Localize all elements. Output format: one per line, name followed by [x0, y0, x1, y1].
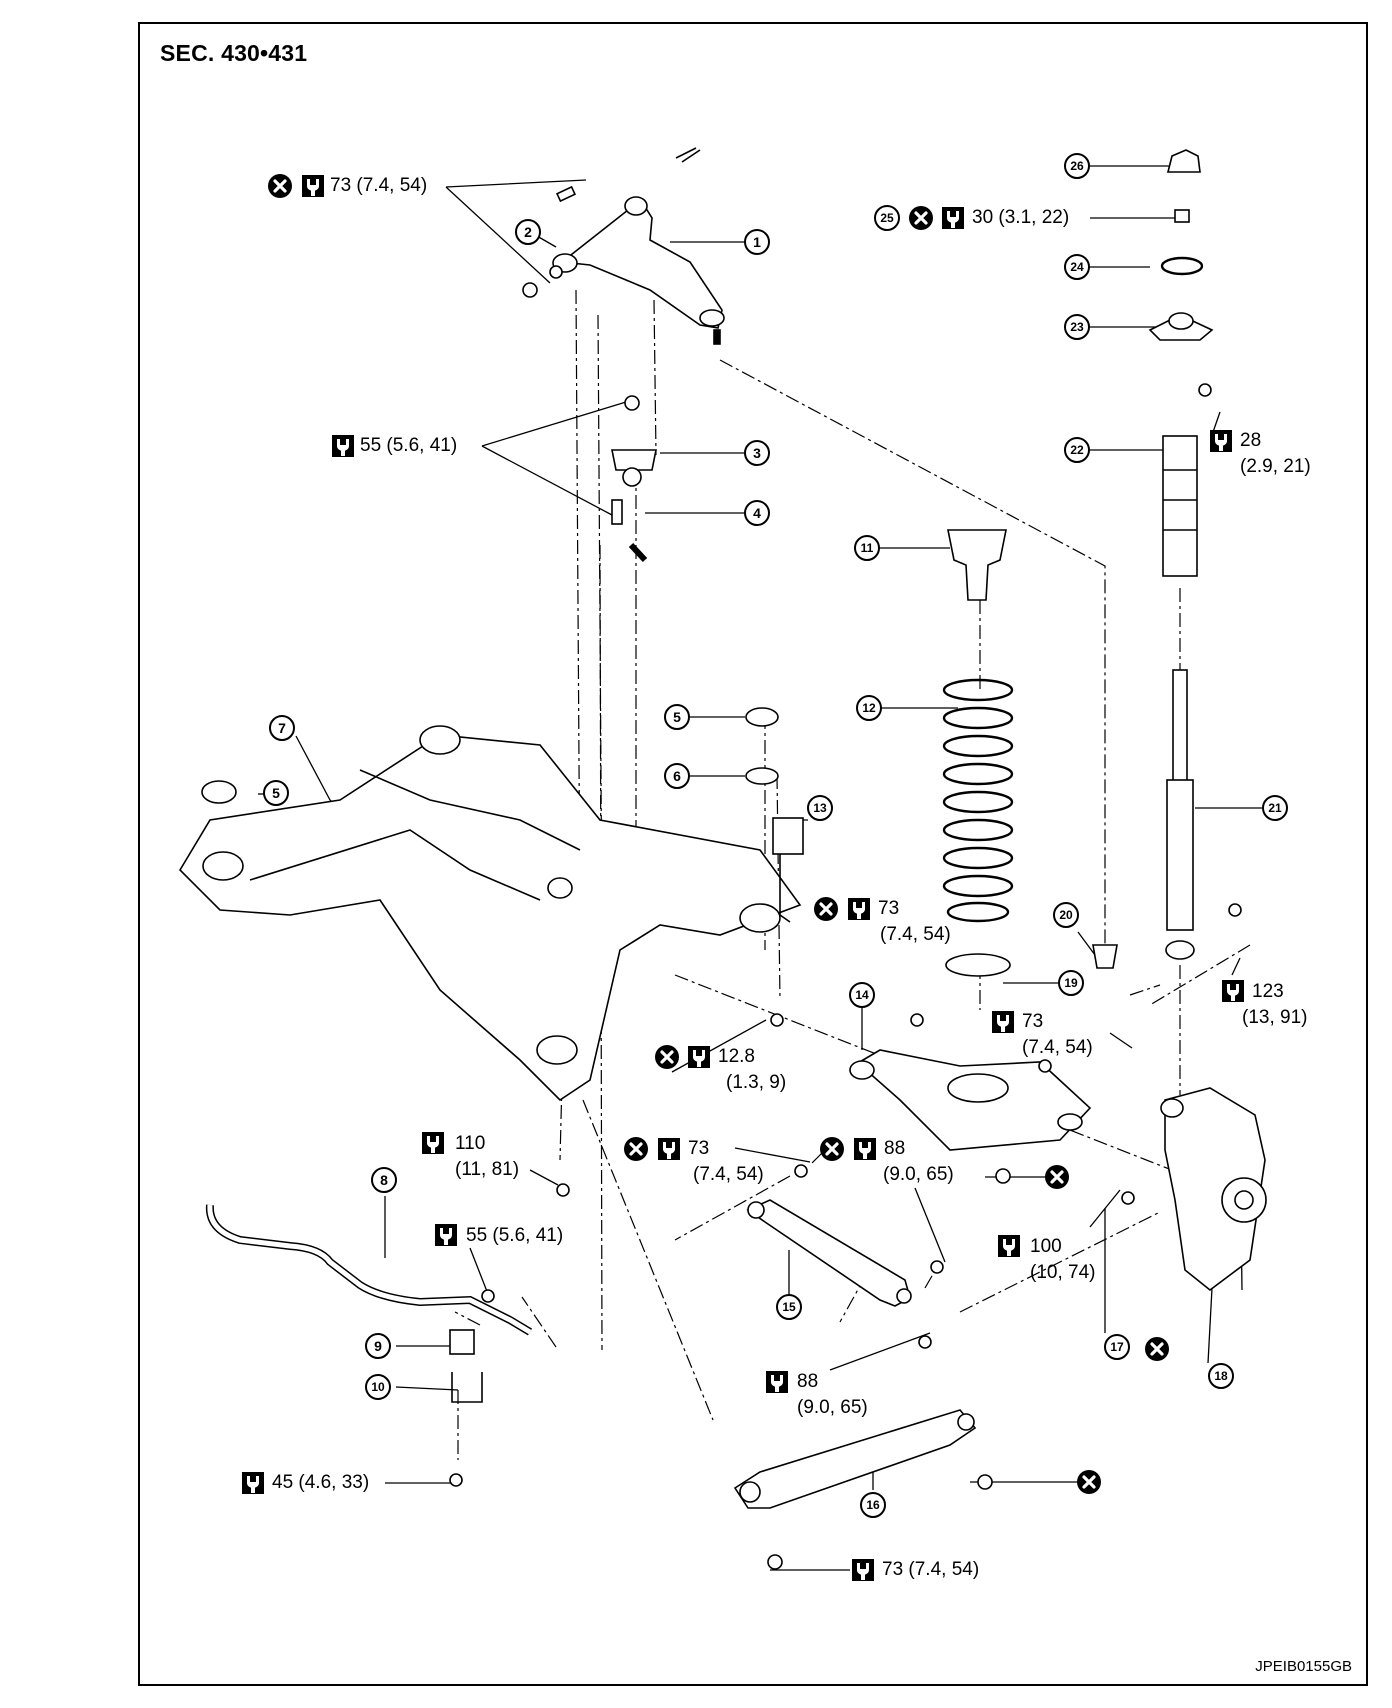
part-number-3: 3	[744, 440, 770, 466]
torque-value: 73 (7.4, 54)	[882, 1559, 980, 1580]
torque-value: (9.0, 65)	[797, 1397, 868, 1418]
torque-value: (9.0, 65)	[883, 1164, 954, 1185]
torque-value: 55 (5.6, 41)	[466, 1225, 564, 1246]
part-number-16: 16	[860, 1492, 886, 1518]
do-not-reuse-icon	[909, 206, 933, 230]
part-number-21: 21	[1262, 795, 1288, 821]
torque-wrench-icon	[848, 898, 870, 920]
do-not-reuse-icon	[820, 1137, 844, 1161]
do-not-reuse-icon	[814, 897, 838, 921]
torque-wrench-icon	[435, 1224, 457, 1246]
torque-value: 88	[797, 1371, 819, 1392]
torque-wrench-icon	[332, 435, 354, 457]
torque-value: 73	[878, 898, 900, 919]
do-not-reuse-icon	[624, 1137, 648, 1161]
torque-wrench-icon	[1222, 980, 1244, 1002]
do-not-reuse-icon	[1145, 1337, 1169, 1361]
torque-value: 73	[1022, 1011, 1044, 1032]
section-number: SEC. 430•431	[160, 40, 308, 66]
part-number-7: 7	[269, 715, 295, 741]
torque-value: 12.8	[718, 1046, 755, 1067]
torque-value: (1.3, 9)	[726, 1072, 787, 1093]
parts-artwork	[178, 147, 1267, 1570]
part-number-22: 22	[1064, 437, 1090, 463]
part-number-5: 5	[263, 780, 289, 806]
torque-value: (7.4, 54)	[1022, 1037, 1093, 1058]
torque-wrench-icon	[242, 1472, 264, 1494]
do-not-reuse-icon	[1045, 1165, 1069, 1189]
torque-value: 55 (5.6, 41)	[360, 435, 458, 456]
torque-value: 110	[455, 1133, 486, 1154]
leader-lines	[258, 165, 1262, 1571]
part-number-8: 8	[371, 1167, 397, 1193]
part-number-11: 11	[854, 535, 880, 561]
torque-wrench-icon	[852, 1559, 874, 1581]
part-number-2: 2	[515, 219, 541, 245]
torque-wrench-icon	[942, 207, 964, 229]
part-number-12: 12	[856, 695, 882, 721]
part-number-25: 25	[874, 205, 900, 231]
torque-wrench-icon	[422, 1132, 444, 1154]
torque-value: 73 (7.4, 54)	[330, 175, 428, 196]
part-number-19: 19	[1058, 970, 1084, 996]
torque-value: (2.9, 21)	[1240, 456, 1311, 477]
torque-wrench-icon	[658, 1138, 680, 1160]
part-number-4: 4	[744, 500, 770, 526]
torque-value: 88	[884, 1138, 906, 1159]
torque-wrench-icon	[1210, 430, 1232, 452]
part-number-1: 1	[744, 229, 770, 255]
do-not-reuse-icon	[655, 1045, 679, 1069]
part-number-9: 9	[365, 1333, 391, 1359]
torque-value: 30 (3.1, 22)	[972, 207, 1070, 228]
torque-wrench-icon	[302, 175, 324, 197]
part-number-20: 20	[1053, 902, 1079, 928]
torque-value: (7.4, 54)	[693, 1164, 764, 1185]
torque-wrench-icon	[766, 1371, 788, 1393]
torque-wrench-icon	[854, 1138, 876, 1160]
part-number-15: 15	[776, 1294, 802, 1320]
part-number-24: 24	[1064, 254, 1090, 280]
part-number-23: 23	[1064, 314, 1090, 340]
torque-value: 45 (4.6, 33)	[272, 1472, 370, 1493]
part-number-10: 10	[365, 1374, 391, 1400]
torque-value: 73	[688, 1138, 710, 1159]
part-number-26: 26	[1064, 153, 1090, 179]
figure-code: JPEIB0155GB	[1255, 1658, 1352, 1675]
torque-wrench-icon	[992, 1011, 1014, 1033]
torque-value: (13, 91)	[1242, 1007, 1308, 1028]
part-number-17: 17	[1104, 1334, 1130, 1360]
part-number-5: 5	[664, 704, 690, 730]
torque-value: (10, 74)	[1030, 1262, 1096, 1283]
do-not-reuse-icon	[268, 174, 292, 198]
part-number-6: 6	[664, 763, 690, 789]
torque-wrench-icon	[688, 1046, 710, 1068]
do-not-reuse-icon	[1077, 1470, 1101, 1494]
torque-value: 100	[1030, 1236, 1062, 1257]
part-number-13: 13	[807, 795, 833, 821]
torque-value: 123	[1252, 981, 1284, 1002]
torque-value: (11, 81)	[455, 1159, 520, 1180]
part-number-18: 18	[1208, 1363, 1234, 1389]
torque-wrench-icon	[998, 1235, 1020, 1257]
torque-value: (7.4, 54)	[880, 924, 951, 945]
part-number-14: 14	[849, 982, 875, 1008]
torque-value: 28	[1240, 430, 1262, 451]
